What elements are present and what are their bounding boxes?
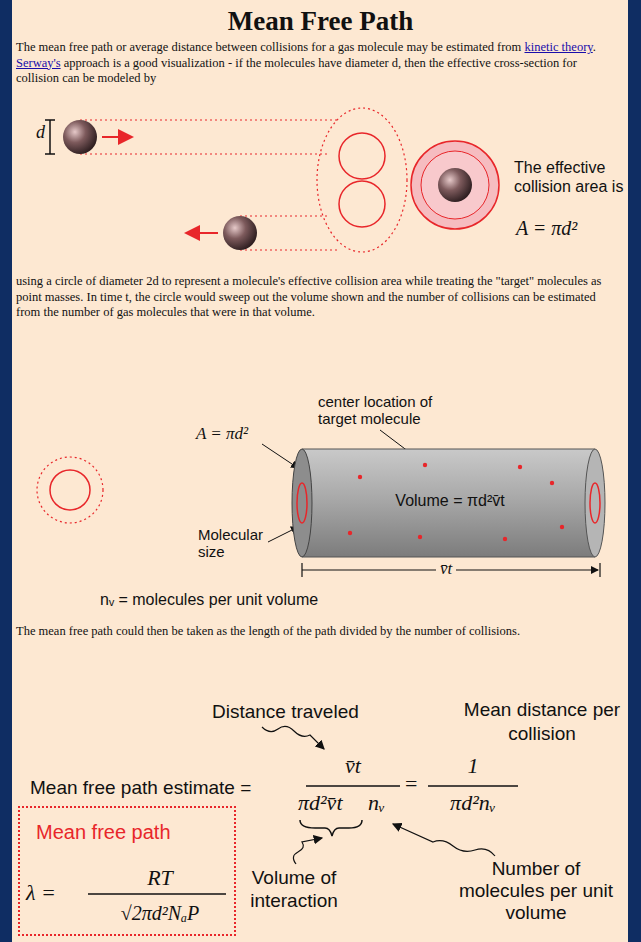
denominator: nᵥ (368, 790, 385, 816)
page-title: Mean Free Path (0, 6, 641, 37)
paragraph-text: . (593, 40, 596, 54)
annotation: Volume of interaction (242, 866, 346, 912)
paragraph-text: The mean free path could then be taken a… (16, 624, 622, 640)
equals-sign: = (405, 771, 417, 797)
annotation: Number of molecules per unit volume (450, 858, 622, 924)
target-callout: center location of target molecule (318, 393, 468, 427)
formula-lhs: λ = (26, 880, 56, 906)
denominator: πd²v̄t (298, 790, 343, 816)
paragraph-text: The mean free path or average distance b… (16, 40, 521, 54)
result-box: Mean free path λ = RT √2πd²NₐP (18, 806, 236, 936)
numerator: RT (90, 864, 230, 892)
text-link: Serway's (16, 56, 61, 70)
volume-label: Volume = πd²v̄t (290, 491, 610, 511)
text-link: kinetic theory (524, 40, 592, 54)
diameter-label: d (36, 122, 45, 142)
swept-cylinder: Volume = πd²v̄t (290, 447, 616, 559)
intro-paragraph: The mean free path or average distance b… (16, 40, 622, 87)
area-formula: A = πd² (196, 424, 248, 444)
numerator: v̄t (306, 752, 400, 780)
annotation: Mean distance per collision (462, 698, 622, 746)
area-formula: A = πd² (516, 217, 577, 239)
paragraph-text: using a circle of diameter 2d to represe… (16, 274, 622, 321)
box-heading: Mean free path (36, 820, 171, 844)
denominator: √2πd²NₐP (90, 900, 230, 926)
area-caption: The effective collision area is (514, 158, 626, 196)
size-callout: Molecular size (198, 526, 268, 560)
numerator: 1 (428, 752, 518, 780)
paragraph-text: approach is a good visualization - if th… (16, 56, 577, 86)
density-note: nᵥ = molecules per unit volume (100, 590, 318, 610)
annotation: Distance traveled (212, 700, 359, 723)
formula-lead: Mean free path estimate = (30, 776, 251, 799)
length-label: v̄t (436, 558, 456, 580)
denominator: πd²nᵥ (428, 790, 518, 816)
